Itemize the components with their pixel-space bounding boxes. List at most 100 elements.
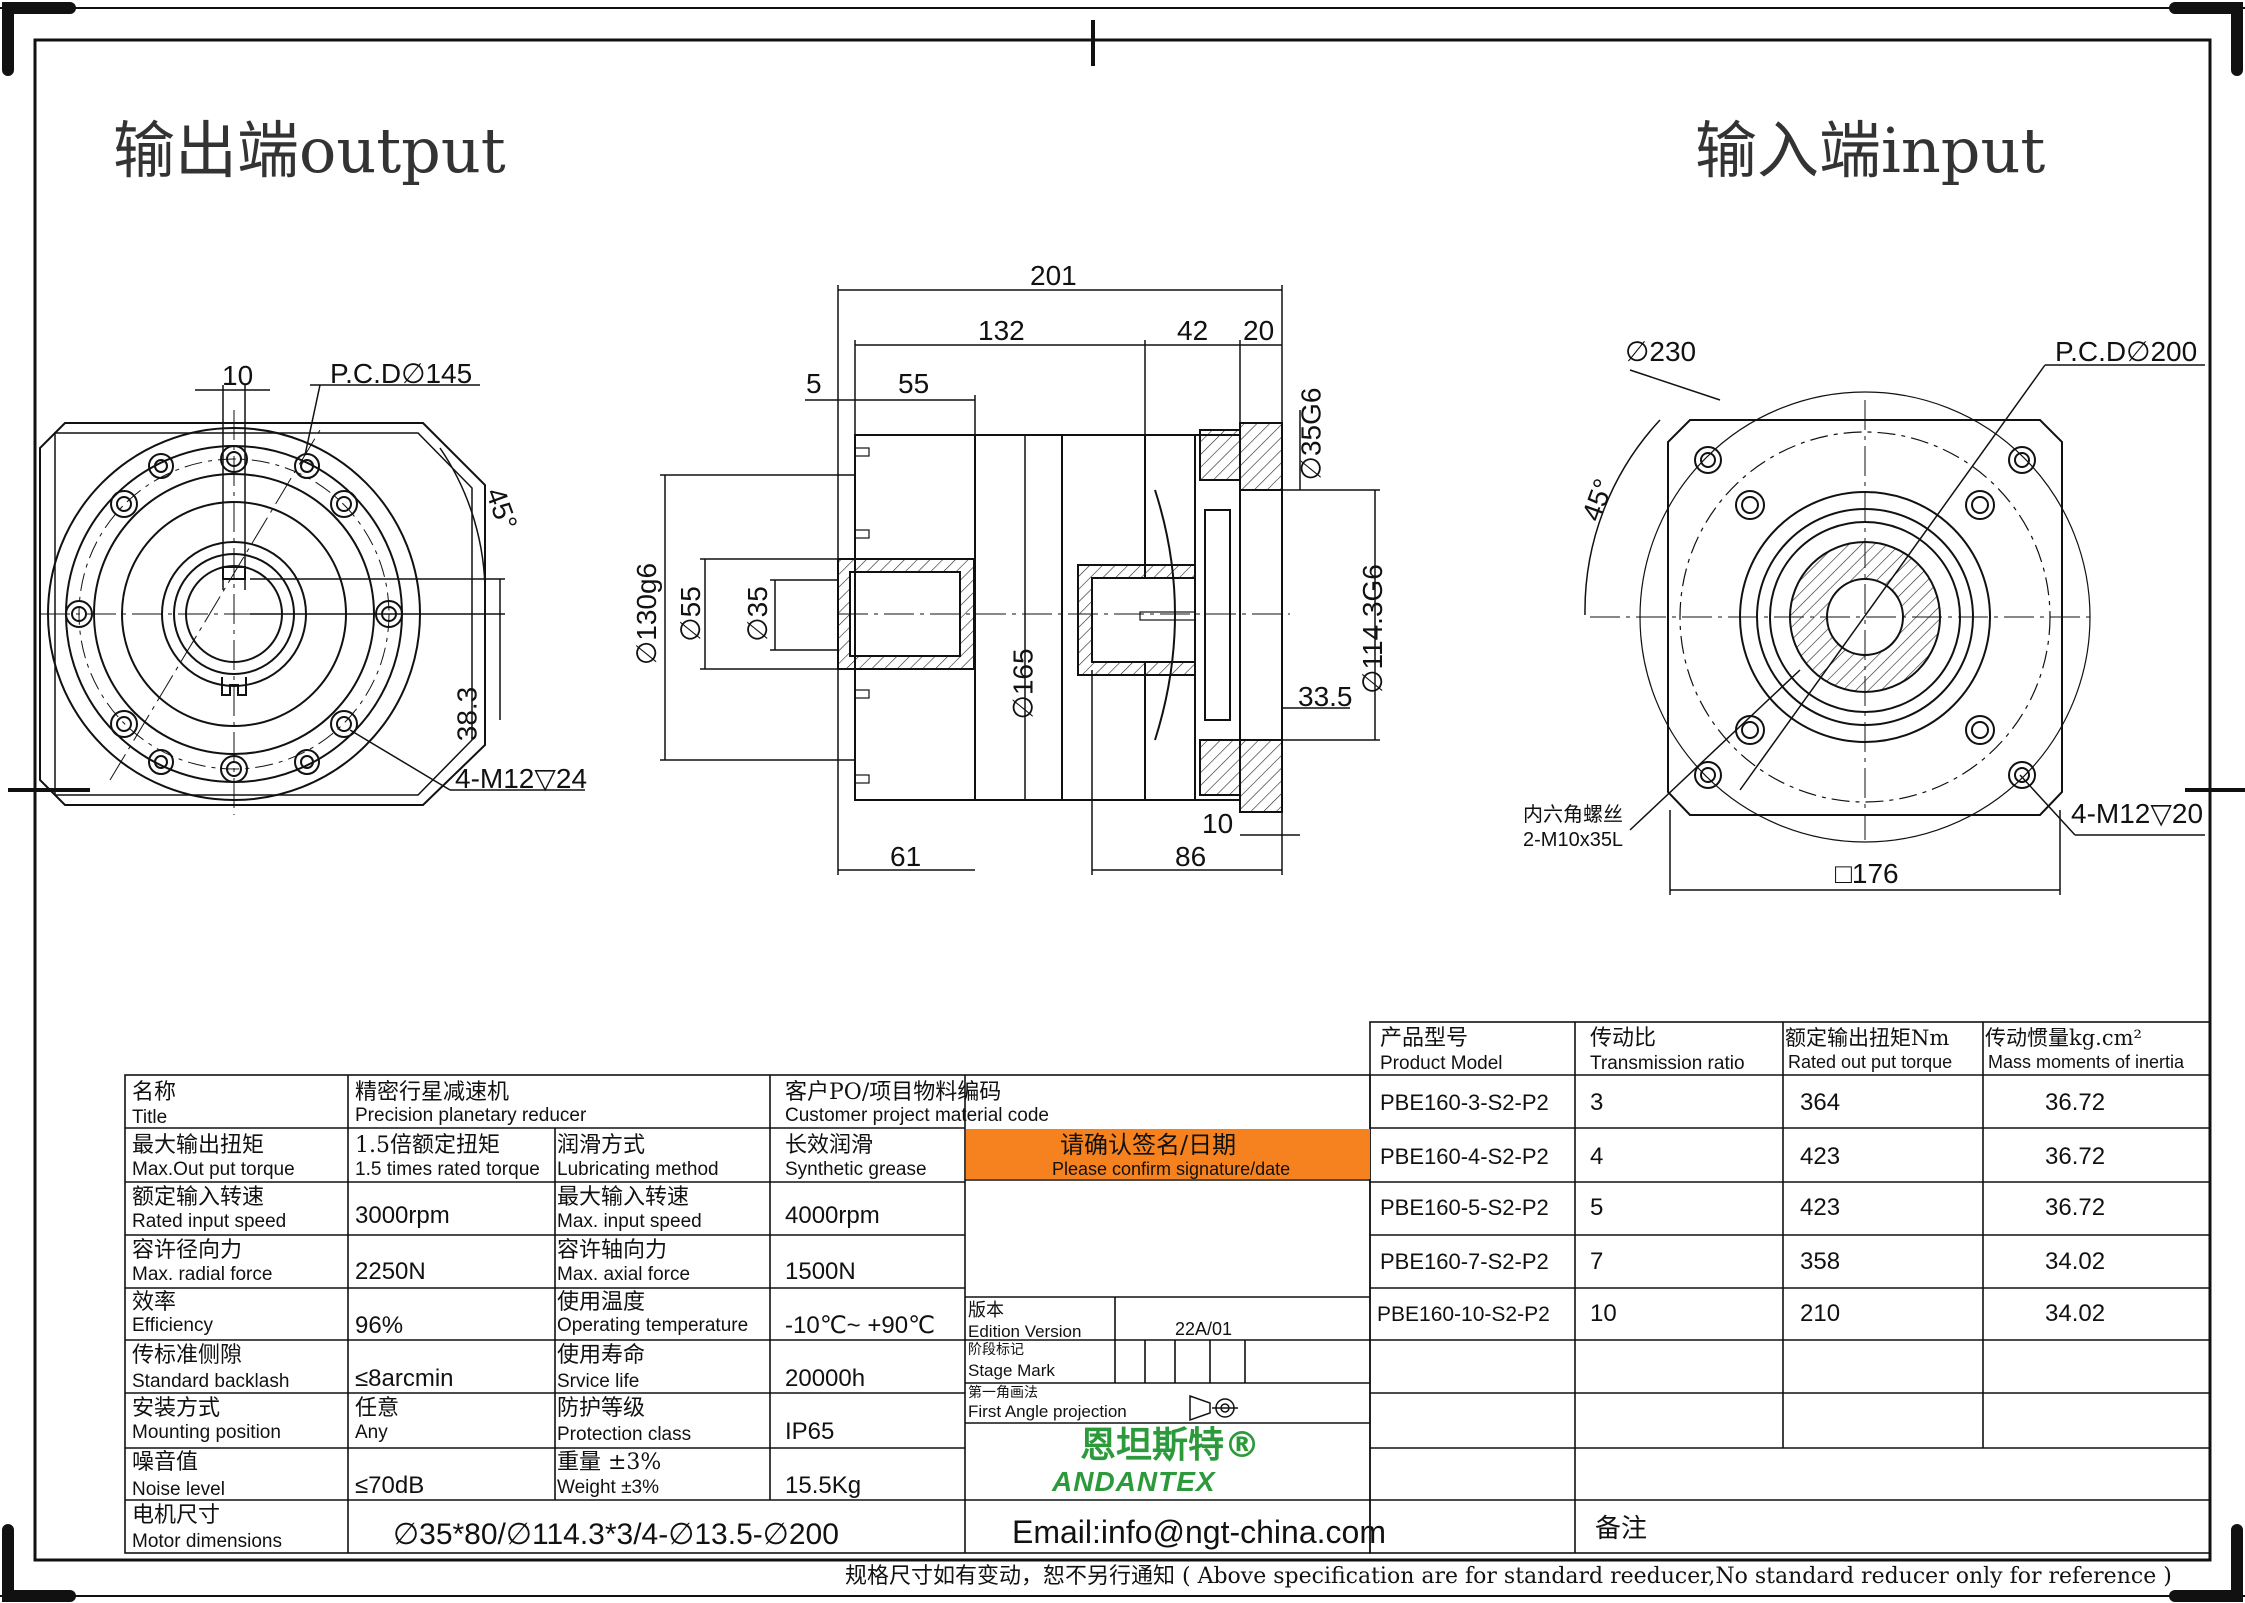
contact-email[interactable]: Email:info@ngt-china.com [1012,1514,1386,1550]
output-heading: 输出端output [113,114,506,187]
spec-row6-rlabel-en: Weight ±3% [557,1477,659,1498]
spec-row6-rvalue: 15.5Kg [785,1472,862,1499]
spec-row5-rvalue: IP65 [785,1418,835,1445]
customer-code-cn: 客户PO/项目物料编码 [785,1080,1002,1105]
spec-row4-value: ≤8arcmin [355,1365,454,1392]
model-row4-ratio: 10 [1590,1300,1617,1327]
spec-row5-value-cn: 任意 [355,1396,400,1421]
spec-row3-value: 96% [355,1312,404,1339]
dim-55: 55 [898,368,930,399]
spec-row1-label-cn: 额定输入转速 [132,1185,265,1210]
motor-label-en: Motor dimensions [132,1531,282,1552]
spec-row6-value: ≤70dB [355,1472,425,1499]
spec-row0-value-cn: 1.5倍额定扭矩 [355,1133,500,1158]
model-header-2-cn: 额定输出扭矩Nm [1785,1026,1950,1050]
model-row1-model: PBE160-4-S2-P2 [1380,1144,1549,1169]
spec-row1-rlabel-cn: 最大输入转速 [557,1185,690,1210]
dim-165: ∅165 [1007,648,1039,720]
dim-35-dia: ∅35 [741,586,773,642]
dim-5: 5 [806,368,822,399]
stage-mark-label-cn: 阶段标记 [968,1342,1024,1358]
output-view [39,384,585,815]
spec-row1-rvalue: 4000rpm [785,1202,880,1229]
table-grid [124,1021,2211,1554]
dim-55-dia: ∅55 [674,586,706,642]
spec-row0-label-cn: 最大输出扭矩 [132,1133,265,1158]
model-header-1-cn: 传动比 [1590,1026,1657,1051]
confirm-signature-en: Please confirm signature/date [1052,1159,1291,1179]
sheet-border [0,7,2245,1597]
spec-row1-value: 3000rpm [355,1202,450,1229]
projection-label-cn: 第一角画法 [968,1385,1038,1401]
model-row2-ratio: 5 [1590,1194,1604,1221]
spec-row0-value-en: 1.5 times rated torque [355,1159,540,1180]
model-row4-inertia: 34.02 [2045,1300,2106,1327]
confirm-signature-banner [966,1129,1370,1179]
dim-33-5: 33.5 [1298,681,1353,712]
dim-230: ∅230 [1625,336,1697,367]
title-label-en: Title [132,1107,168,1128]
dim-86: 86 [1175,841,1207,872]
spec-row5-label-en: Mounting position [132,1422,281,1443]
spec-row5-rlabel-en: Protection class [557,1424,692,1445]
spec-row2-label-cn: 容许径向力 [132,1238,243,1263]
spec-row6-label-en: Noise level [132,1479,225,1500]
spec-row2-rlabel-en: Max. axial force [557,1264,691,1285]
spec-row4-rvalue: 20000h [785,1365,866,1392]
spec-row0-label-en: Max.Out put torque [132,1159,295,1180]
model-header-3-cn: 传动惯量kg.cm² [1985,1026,2142,1050]
spec-row6-label-cn: 噪音值 [132,1450,199,1475]
input-heading: 输入端input [1695,114,2046,187]
input-view [1584,364,2205,895]
model-header-2-en: Rated out put torque [1788,1052,1953,1072]
dim-132: 132 [978,315,1025,346]
model-header-0-en: Product Model [1380,1053,1503,1074]
model-header-0-cn: 产品型号 [1380,1026,1469,1051]
dim-35g6: ∅35G6 [1295,387,1327,481]
input-bolt-holes [1694,446,2036,789]
model-row4-model: PBE160-10-S2-P2 [1377,1303,1550,1326]
spec-row5-label-cn: 安装方式 [132,1396,221,1421]
spec-row3-rlabel-cn: 使用温度 [557,1290,646,1315]
dim-20: 20 [1243,315,1275,346]
spec-row4-label-en: Standard backlash [132,1371,290,1392]
product-name-en: Precision planetary reducer [355,1105,587,1126]
footnote: 规格尺寸如有变动，恕不另行通知 ( Above specification ar… [845,1564,2172,1589]
model-row0-inertia: 36.72 [2045,1089,2106,1116]
projection-label-en: First Angle projection [968,1402,1127,1421]
title-label-cn: 名称 [132,1080,177,1105]
model-row3-model: PBE160-7-S2-P2 [1380,1249,1549,1274]
dim-201: 201 [1030,260,1077,291]
spec-row3-label-cn: 效率 [132,1290,177,1315]
dim-pcd-200: P.C.D∅200 [2055,336,2198,367]
spec-row0-rvalue-en: Synthetic grease [785,1159,927,1180]
spec-row0-rlabel-en: Lubricating method [557,1159,719,1180]
first-angle-symbol-icon [1189,1394,1238,1422]
model-row1-torque: 423 [1800,1143,1841,1170]
spec-row0-rvalue-cn: 长效润滑 [785,1133,874,1158]
model-row0-ratio: 3 [1590,1089,1604,1116]
dim-m12-24: 4-M12▽24 [455,763,588,794]
spec-row6-rlabel-cn: 重量 ±3% [557,1450,662,1475]
model-row3-ratio: 7 [1590,1248,1604,1275]
hex-screw-spec: 2-M10x35L [1523,829,1624,851]
motor-label-cn: 电机尺寸 [132,1503,221,1528]
model-row0-torque: 364 [1800,1089,1841,1116]
spec-row4-rlabel-en: Srvice life [557,1371,640,1392]
hex-screw-label: 内六角螺丝 [1523,802,1623,826]
spec-row3-label-en: Efficiency [132,1315,213,1336]
spec-row4-rlabel-cn: 使用寿命 [557,1343,646,1368]
model-header-3-en: Mass moments of inertia [1988,1052,2185,1072]
spec-row5-value-en: Any [355,1422,388,1443]
spec-row2-value: 2250N [355,1258,426,1285]
dim-114-3g6: ∅114.3G6 [1356,564,1388,694]
motor-dimensions-value: ∅35*80/∅114.3*3/4-∅13.5-∅200 [393,1518,839,1551]
model-row0-model: PBE160-3-S2-P2 [1380,1090,1549,1115]
spec-row1-rlabel-en: Max. input speed [557,1211,702,1232]
edition-label-cn: 版本 [968,1300,1004,1321]
model-row4-torque: 210 [1800,1300,1841,1327]
dim-176: □176 [1835,858,1899,889]
spec-row3-rvalue: -10℃~ +90℃ [785,1312,935,1339]
